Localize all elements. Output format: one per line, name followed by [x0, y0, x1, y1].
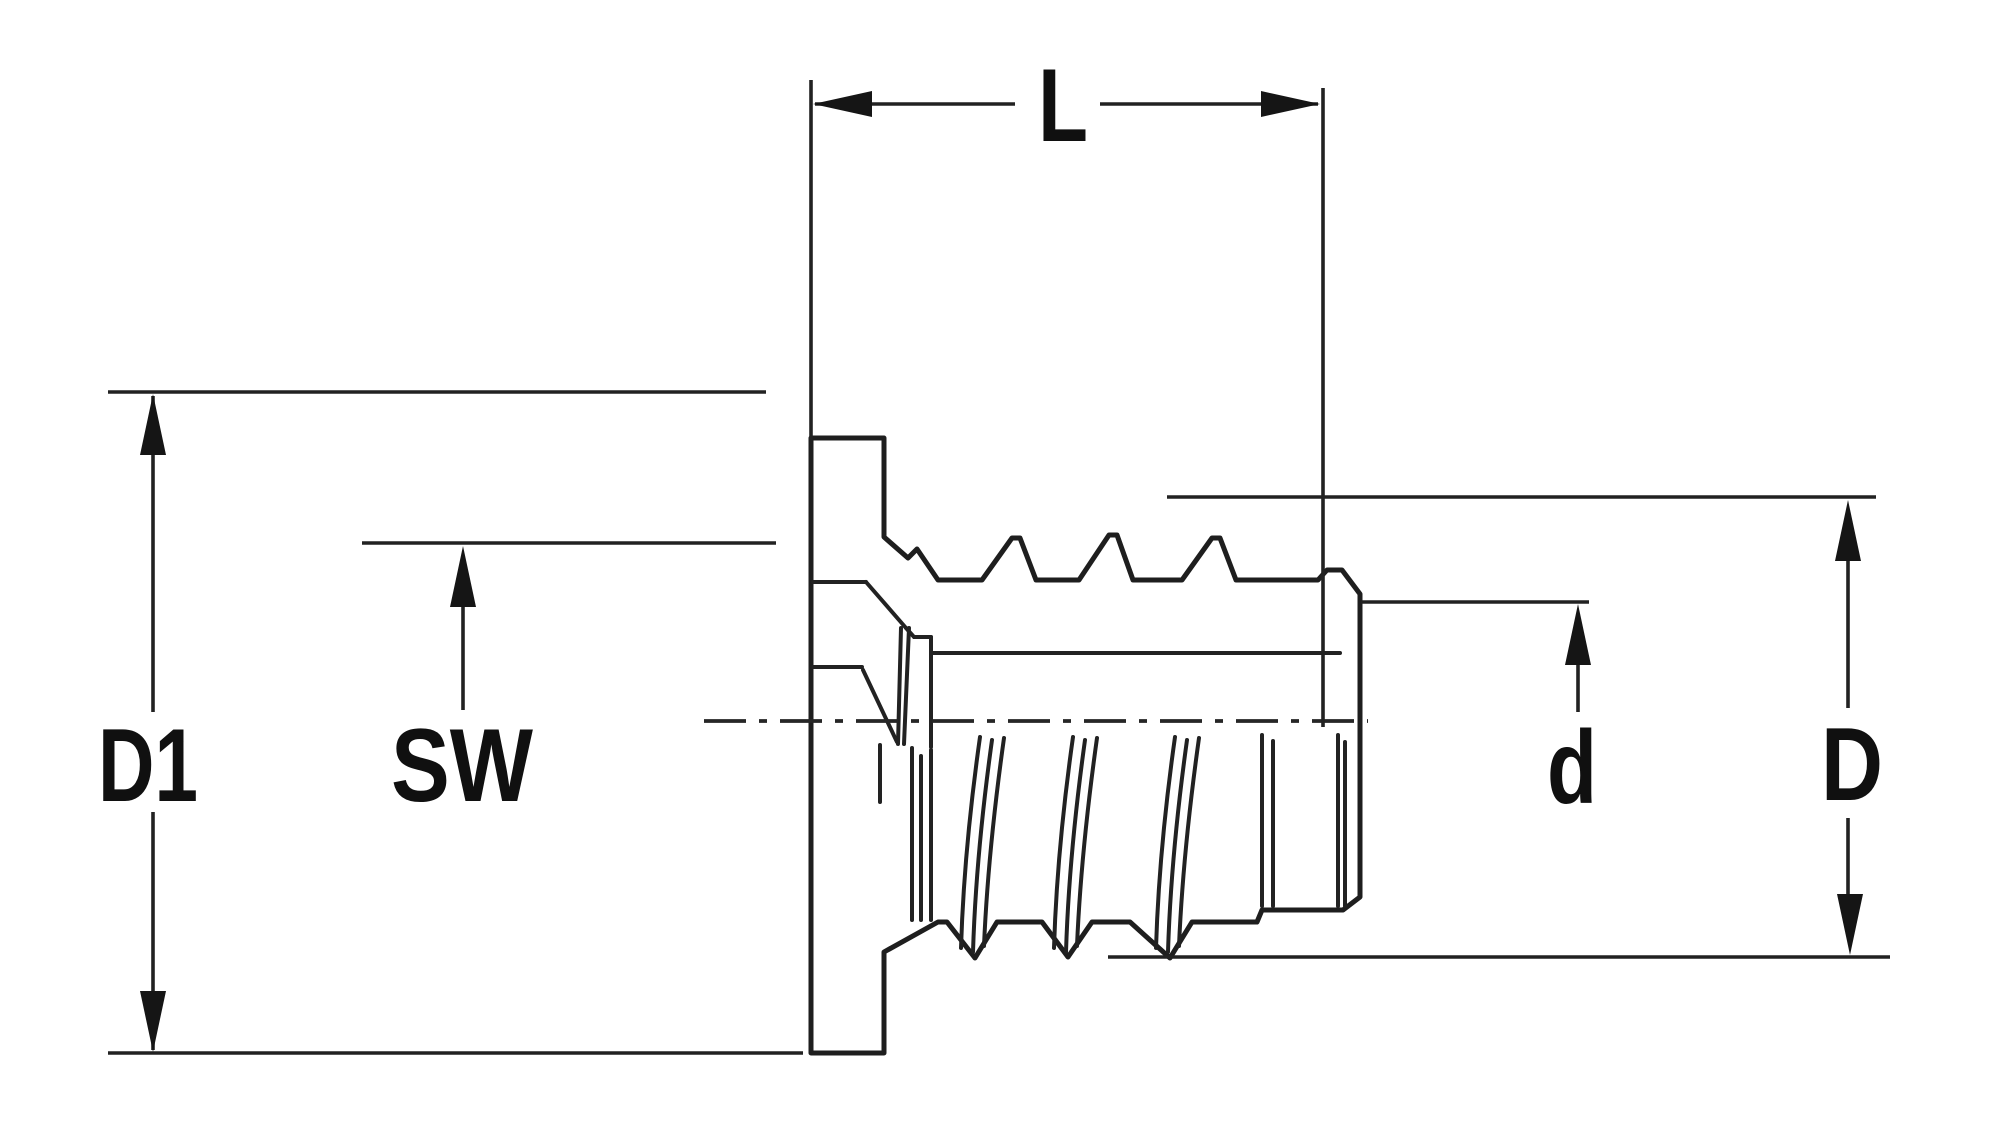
arrowhead-up-icon: [450, 546, 476, 607]
arrowhead-up-icon: [140, 394, 166, 455]
dimension-flange-diameter: D1: [98, 390, 803, 1055]
arrowhead-up-icon: [1835, 500, 1861, 561]
arrowhead-left-icon: [813, 91, 872, 117]
arrowhead-right-icon: [1261, 91, 1320, 117]
dimension-label-flange-diameter: D1: [98, 708, 198, 824]
thread-helix-lines: [878, 733, 1347, 954]
dimension-length: L: [809, 48, 1325, 727]
dimension-label-length: L: [1038, 48, 1088, 164]
arrowhead-down-icon: [1837, 894, 1863, 955]
dimension-outer-thread-diameter: D: [1108, 495, 1890, 959]
dimension-label-inner-thread-diameter: d: [1547, 710, 1597, 826]
dimension-label-outer-thread-diameter: D: [1821, 707, 1883, 823]
dimension-hex-socket-width: SW: [362, 541, 776, 824]
internal-bore-lines: [811, 580, 1342, 749]
dimension-label-hex-socket-width: SW: [391, 708, 534, 824]
arrowhead-down-icon: [140, 991, 166, 1052]
dimension-inner-thread-diameter: d: [1361, 600, 1597, 826]
arrowhead-up-icon: [1565, 604, 1591, 665]
